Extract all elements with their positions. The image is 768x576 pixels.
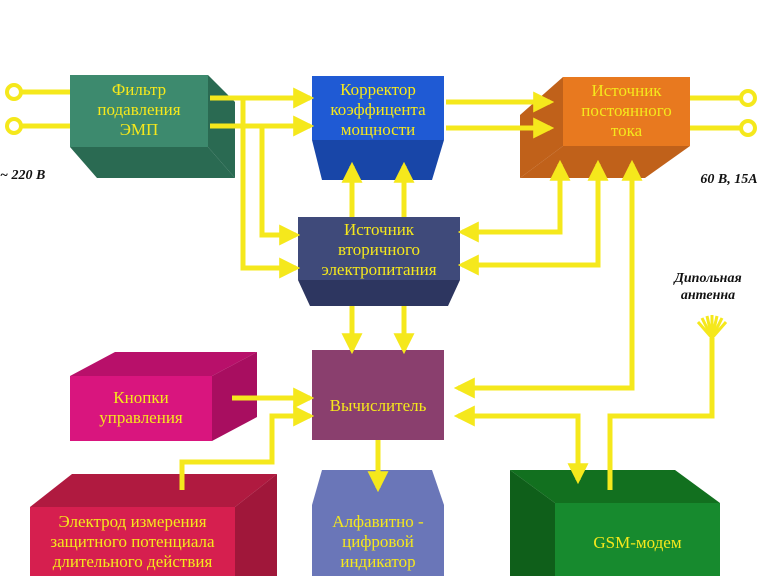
secondary-psu-label: Источник вторичного электропитания xyxy=(321,220,437,279)
output-terminals xyxy=(739,89,757,137)
input-terminals xyxy=(5,83,23,135)
secondary-psu-block xyxy=(298,217,460,306)
corrector-label: Корректор коэффицента мощности xyxy=(330,80,426,139)
electrode-block xyxy=(30,474,277,576)
buttons-block xyxy=(70,352,257,441)
antenna-icon xyxy=(696,315,728,339)
input-voltage-note: ~ 220 В xyxy=(0,168,46,183)
output-rating-note: 60 В, 15А xyxy=(700,172,758,187)
antenna-note: Дипольная антенна xyxy=(674,271,742,303)
gsm-label: GSM-модем xyxy=(593,533,682,552)
gsm-block xyxy=(510,470,720,576)
display-label: Алфавитно - цифровой индикатор xyxy=(332,512,424,571)
buttons-label: Кнопки управления xyxy=(99,388,183,427)
dc-source-label: Источник постоянного тока xyxy=(581,81,672,140)
display-block xyxy=(312,470,444,576)
filter-label: Фильтр подавления ЭМП xyxy=(97,80,181,139)
filter-block xyxy=(70,75,235,178)
electrode-label: Электрод измерения защитного потенциала … xyxy=(50,512,215,571)
computer-label: Вычислитель xyxy=(329,396,427,415)
computer-block xyxy=(312,350,444,440)
connections xyxy=(20,87,740,493)
